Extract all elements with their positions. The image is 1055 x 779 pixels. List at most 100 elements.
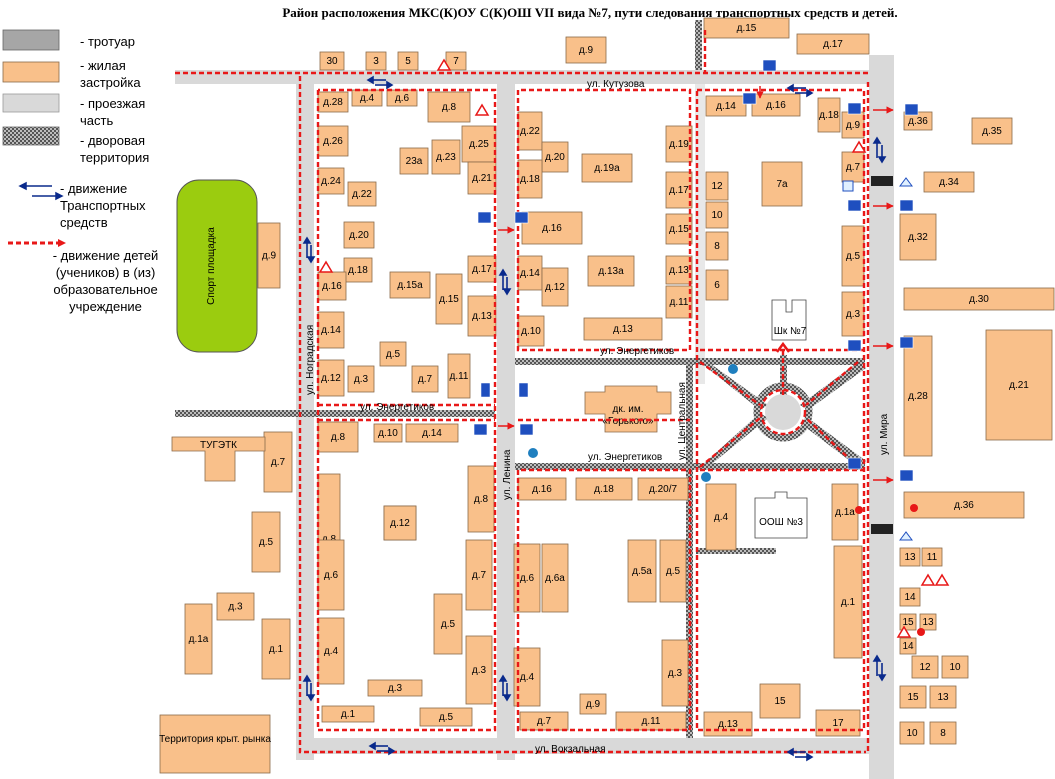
building-b-10-q3 bbox=[705, 201, 729, 229]
building-label: 10 bbox=[949, 662, 961, 673]
building-b-d12-q4 bbox=[383, 505, 417, 541]
building-label: д.36 bbox=[908, 116, 928, 127]
building-label: д.4 bbox=[714, 512, 729, 523]
building-b-d18-mira bbox=[817, 97, 841, 133]
building-label: д.5 bbox=[259, 537, 274, 548]
building-label: д.13 bbox=[472, 311, 492, 322]
building-label: д.7 bbox=[846, 162, 861, 173]
legend-sidewalk-label: - тротуар bbox=[80, 34, 135, 49]
roundabout-center bbox=[765, 394, 801, 430]
legend-roadway-swatch bbox=[2, 93, 60, 113]
legend-housing-swatch bbox=[2, 61, 60, 83]
building-b-d16-q3 bbox=[751, 93, 801, 117]
legend-traffic-arrows-icon bbox=[18, 181, 64, 201]
svg-text:«Горького»: «Горького» bbox=[602, 416, 654, 427]
building-b-8-r5 bbox=[929, 721, 957, 745]
building-label: д.7 bbox=[418, 374, 433, 385]
building-label: 15 bbox=[902, 617, 914, 628]
building-label: 15 bbox=[774, 696, 786, 707]
legend-children-route-icon bbox=[8, 239, 66, 247]
building-label: д.9 bbox=[846, 120, 861, 131]
building-label: д.17 bbox=[823, 39, 843, 50]
building-b-6-q3 bbox=[705, 269, 729, 301]
building-label: д.24 bbox=[321, 176, 341, 187]
warning-children-sign-icon bbox=[318, 58, 950, 638]
map-title: Район расположения МКС(К)ОУ С(К)ОШ VII в… bbox=[282, 5, 898, 20]
street-kutuzova-label: ул. Кутузова bbox=[587, 79, 645, 90]
building-b-d5-q4 bbox=[433, 593, 463, 655]
building-b-7a bbox=[761, 161, 803, 207]
building-label: д.9 bbox=[262, 251, 277, 262]
building-label: д.21 bbox=[1009, 380, 1029, 391]
building-label: д.5 bbox=[439, 712, 454, 723]
building-b-d22-q1 bbox=[347, 181, 377, 207]
svg-text:ТУГЭТК: ТУГЭТК bbox=[200, 440, 237, 451]
building-b-15-q6 bbox=[759, 683, 801, 719]
building-b-d13a bbox=[587, 255, 635, 287]
building-label: д.10 bbox=[521, 326, 541, 337]
road-lenina bbox=[497, 84, 515, 760]
building-b-d5-far-left bbox=[251, 511, 281, 573]
svg-text:Шк №7: Шк №7 bbox=[774, 326, 807, 337]
street-vokzalnaya-label: ул. Вокзальная bbox=[535, 744, 606, 755]
building-label: д.11 bbox=[450, 371, 469, 382]
building-label: д.16 bbox=[542, 223, 562, 234]
crosswalks bbox=[871, 176, 893, 534]
bus-stop-sign-icon bbox=[480, 382, 529, 398]
building-b-d5-q4b bbox=[419, 707, 473, 727]
building-label: д.4 bbox=[360, 93, 375, 104]
building-label: 15 bbox=[907, 692, 919, 703]
building-label: д.18 bbox=[520, 174, 540, 185]
building-label: д.28 bbox=[323, 97, 343, 108]
building-label: д.1а bbox=[189, 634, 209, 645]
building-b-10-r5 bbox=[899, 721, 925, 745]
building-b-d1a-far-left bbox=[184, 603, 213, 675]
building-label: д.18 bbox=[348, 265, 368, 276]
building-b-13-r1 bbox=[899, 547, 921, 567]
building-b-d8-q4b bbox=[467, 465, 495, 533]
building-b-d21-right bbox=[985, 329, 1053, 441]
building-b-d15-top bbox=[703, 17, 790, 39]
building-label: д.5 bbox=[846, 251, 861, 262]
legend-sidewalk-swatch bbox=[2, 29, 60, 51]
building-label: 23а bbox=[406, 156, 423, 167]
building-label: д.5а bbox=[632, 566, 652, 577]
building-b-d12-q1 bbox=[317, 359, 345, 397]
school-7: Шк №7 bbox=[771, 299, 807, 353]
building-label: д.34 bbox=[939, 177, 959, 188]
building-b-d5a bbox=[627, 539, 657, 603]
building-label: д.12 bbox=[390, 518, 410, 529]
building-label: 14 bbox=[904, 592, 916, 603]
no-entry-sign-icon bbox=[855, 504, 925, 636]
building-label: д.3 bbox=[354, 374, 369, 385]
building-label: д.6 bbox=[395, 93, 410, 104]
building-b-5-top bbox=[397, 51, 419, 71]
building-b-13-r2 bbox=[919, 613, 937, 631]
building-label: д.8 bbox=[474, 494, 489, 505]
building-b-d15-q1 bbox=[435, 273, 463, 325]
building-label: д.11 bbox=[670, 297, 689, 308]
tugetk: ТУГЭТК bbox=[171, 436, 266, 482]
building-label: д.4 bbox=[520, 672, 535, 683]
building-label: д.18 bbox=[819, 110, 839, 121]
building-label: д.13а bbox=[598, 266, 624, 277]
building-label: д.9 bbox=[586, 699, 601, 710]
road-mira bbox=[869, 55, 894, 779]
building-b-d20-q2 bbox=[541, 141, 569, 173]
building-label: д.6а bbox=[545, 573, 565, 584]
building-b-7-top bbox=[445, 51, 467, 71]
building-b-d5-q5 bbox=[659, 539, 687, 603]
building-label: д.13 bbox=[669, 265, 689, 276]
building-label: д.15 bbox=[669, 224, 689, 235]
oosh-3: ООШ №3 bbox=[754, 491, 808, 539]
building-label: д.16 bbox=[766, 100, 786, 111]
building-b-d7-q4 bbox=[465, 539, 493, 611]
street-lenina-label: ул. Ленина bbox=[502, 449, 513, 500]
building-label: 13 bbox=[937, 692, 949, 703]
building-b-d14-q3 bbox=[705, 95, 747, 117]
building-label: д.3 bbox=[668, 668, 683, 679]
building-b-d4-q6 bbox=[705, 483, 737, 551]
building-b-d11-q1 bbox=[447, 353, 471, 399]
building-b-14-r2 bbox=[899, 637, 917, 655]
